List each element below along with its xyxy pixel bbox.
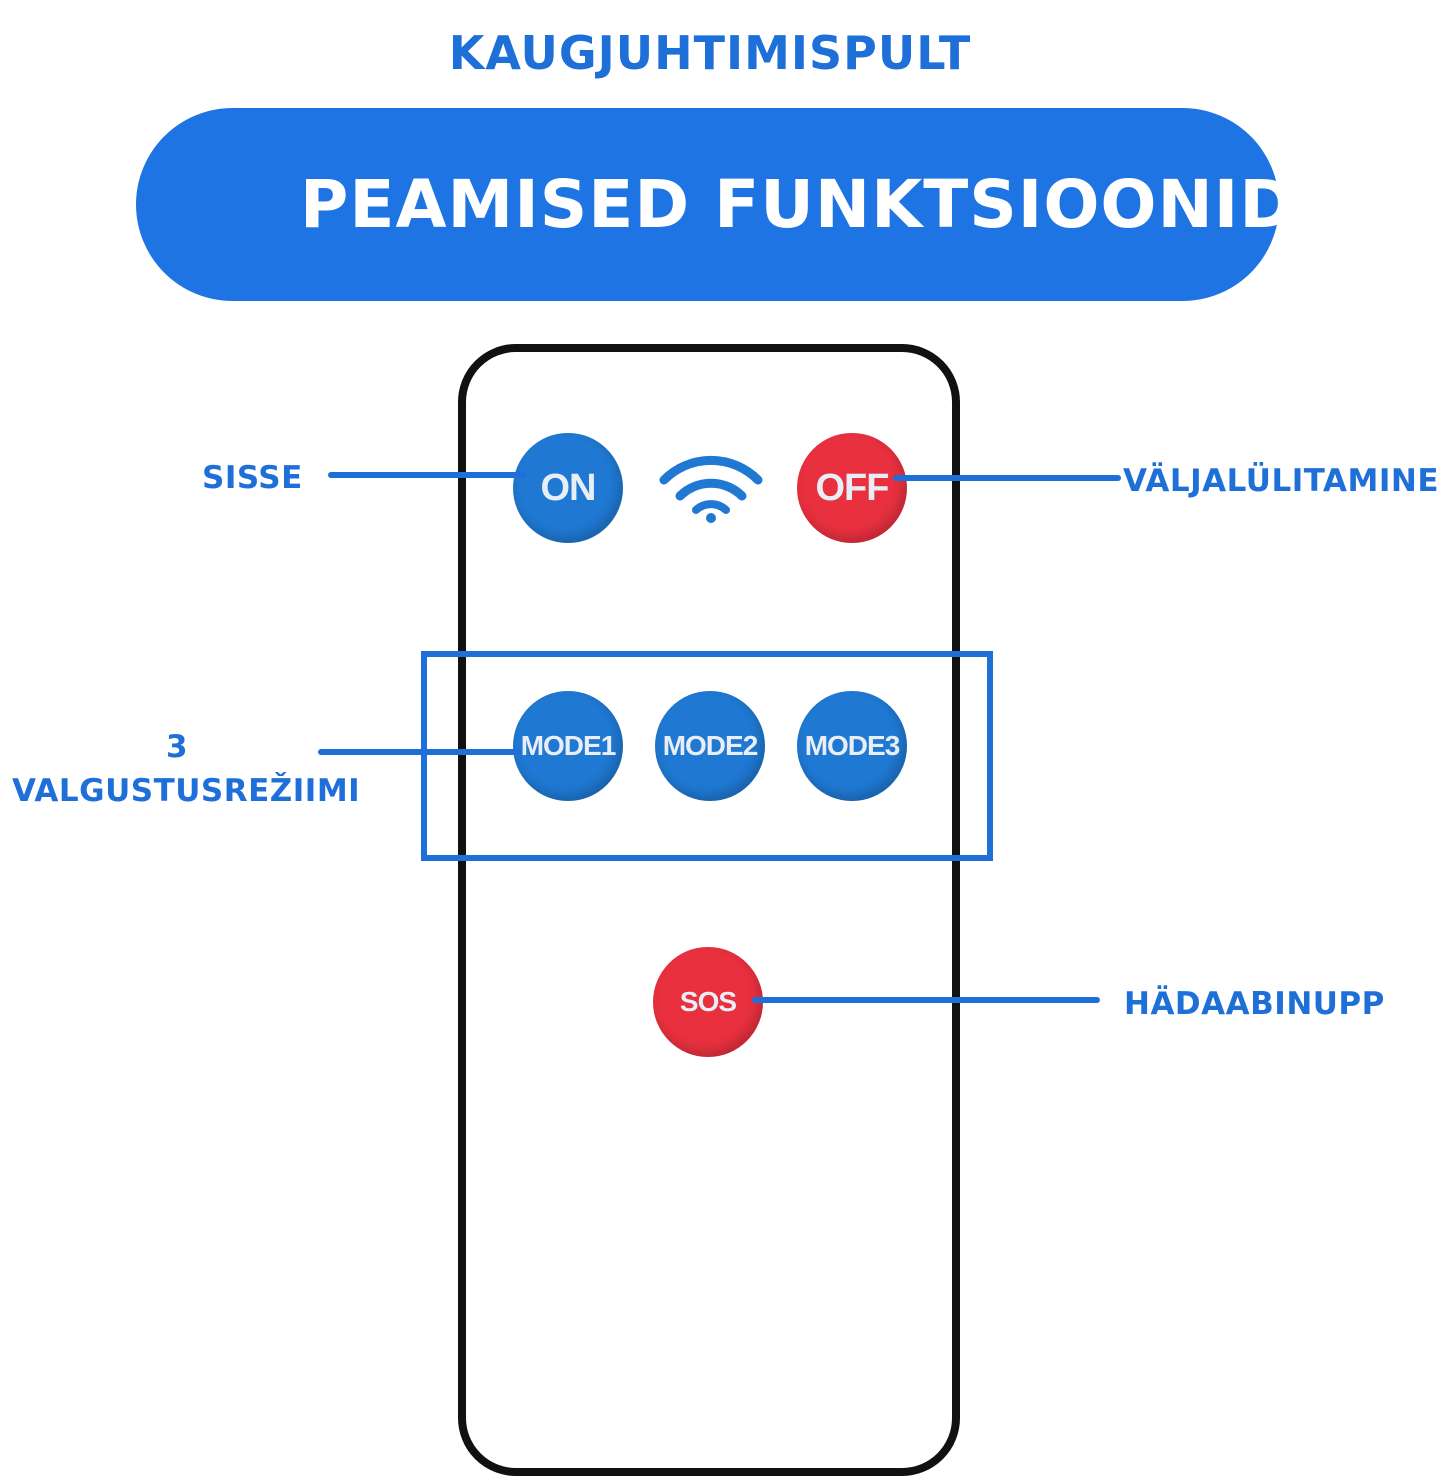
on-callout-line xyxy=(328,472,526,478)
off-callout-line xyxy=(893,475,1121,481)
sos-button[interactable]: SOS xyxy=(653,947,763,1057)
mode2-button[interactable]: MODE2 xyxy=(655,691,765,801)
sos-label: HÄDAABINUPP xyxy=(1124,986,1385,1022)
modes-label-line2: VALGUSTUSREŽIIMI xyxy=(12,773,361,809)
banner-title: PEAMISED FUNKTSIOONID xyxy=(300,166,1296,243)
sos-callout-line xyxy=(752,997,1100,1003)
on-label: SISSE xyxy=(202,460,303,496)
off-button[interactable]: OFF xyxy=(797,433,907,543)
mode1-button[interactable]: MODE1 xyxy=(513,691,623,801)
wifi-icon xyxy=(659,455,763,523)
modes-highlight-box xyxy=(421,651,993,861)
banner xyxy=(136,108,1279,301)
mode3-button[interactable]: MODE3 xyxy=(797,691,907,801)
on-button[interactable]: ON xyxy=(513,433,623,543)
modes-label-line1: 3 xyxy=(165,729,189,765)
modes-callout-line xyxy=(318,749,521,755)
off-label: VÄLJALÜLITAMINE xyxy=(1123,463,1440,499)
page-title: KAUGJUHTIMISPULT xyxy=(448,26,972,80)
